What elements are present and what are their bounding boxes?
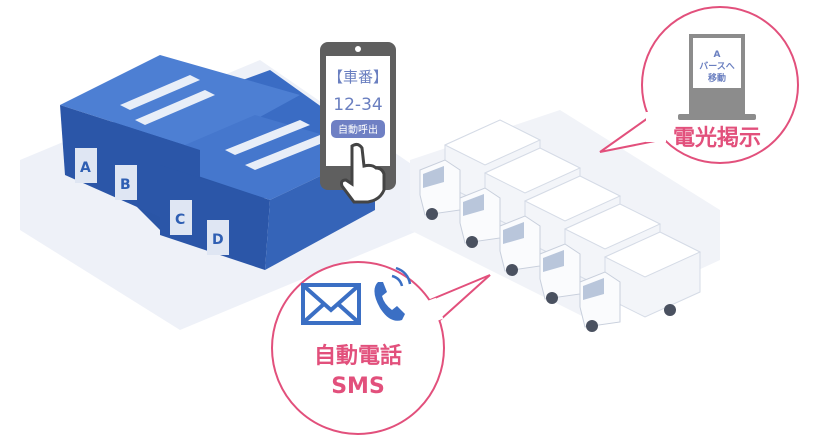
truck (579, 231, 702, 332)
signage-line3: 移動 (708, 72, 726, 84)
smartphone: 【車番】 12-34 自動呼出 (320, 42, 396, 204)
signage-line1: A (714, 50, 721, 60)
phone-icon (374, 266, 412, 321)
door-d-label: D (212, 232, 224, 248)
door-b-label: B (120, 177, 131, 193)
skylights (120, 75, 330, 170)
auto-call-button[interactable] (331, 120, 385, 138)
contact-caption-sms: SMS (331, 374, 385, 399)
phone-number: 12-34 (333, 95, 382, 115)
loading-doors: A B C D (75, 148, 229, 255)
auto-call-label: 自動呼出 (338, 123, 378, 136)
phone-title: 【車番】 (328, 68, 388, 86)
contact-bubble: 自動電話 SMS (271, 261, 491, 435)
door-a-label: A (80, 160, 91, 176)
signboard-caption: 電光掲示 (673, 125, 761, 151)
trucks (419, 119, 702, 332)
hand-pointer-icon (340, 142, 386, 204)
truck (499, 175, 622, 276)
signboard-bubble: A バースへ 移動 電光掲示 (599, 6, 799, 164)
mail-icon (301, 283, 361, 325)
door-c-label: C (175, 212, 185, 228)
contact-caption-call: 自動電話 (314, 343, 402, 369)
signage-line2: バースへ (699, 61, 735, 72)
